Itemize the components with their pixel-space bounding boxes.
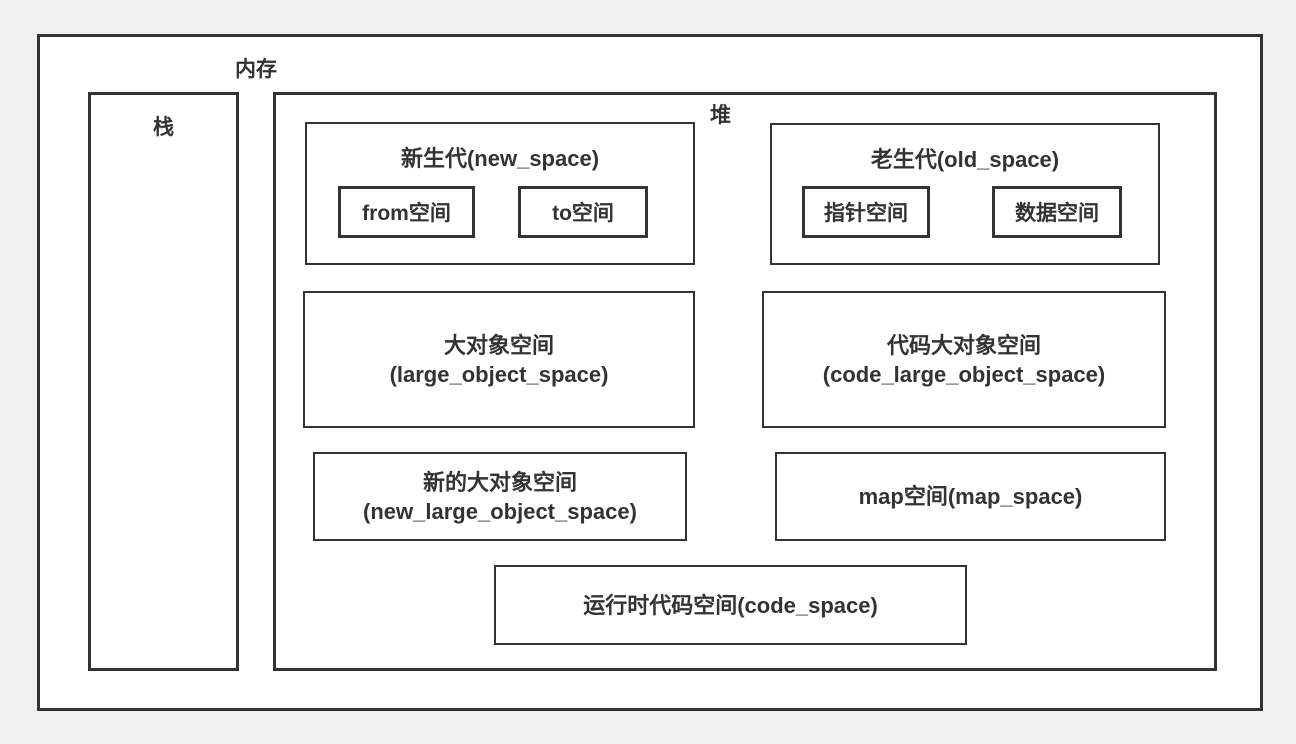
old-space-title: 老生代(old_space) bbox=[870, 147, 1060, 172]
large-object-space-line2: (large_object_space) bbox=[389, 361, 609, 387]
memory-box: 内存 栈 堆 新生代(new_space) from空间 to空间 老生代(ol… bbox=[37, 34, 1263, 711]
to-space-box: to空间 bbox=[518, 186, 648, 238]
code-space-label: 运行时代码空间(code_space) bbox=[583, 592, 878, 618]
old-space-box: 老生代(old_space) 指针空间 数据空间 bbox=[770, 123, 1160, 265]
pointer-space-box: 指针空间 bbox=[802, 186, 930, 238]
new-space-box: 新生代(new_space) from空间 to空间 bbox=[305, 122, 695, 265]
code-large-object-space-line1: 代码大对象空间 bbox=[886, 332, 1041, 358]
code-space-box: 运行时代码空间(code_space) bbox=[494, 565, 967, 645]
memory-label: 内存 bbox=[235, 58, 277, 81]
map-space-box: map空间(map_space) bbox=[775, 452, 1166, 541]
large-object-space-line1: 大对象空间 bbox=[443, 332, 554, 358]
data-space-box: 数据空间 bbox=[992, 186, 1122, 238]
new-large-object-space-line1: 新的大对象空间 bbox=[422, 469, 577, 495]
new-large-object-space-box: 新的大对象空间 (new_large_object_space) bbox=[313, 452, 687, 541]
heap-box: 堆 新生代(new_space) from空间 to空间 老生代(old_spa… bbox=[273, 92, 1217, 671]
map-space-label: map空间(map_space) bbox=[858, 484, 1083, 509]
heap-label: 堆 bbox=[710, 104, 731, 127]
new-large-object-space-line2: (new_large_object_space) bbox=[363, 498, 637, 524]
large-object-space-box: 大对象空间 (large_object_space) bbox=[303, 291, 695, 428]
stack-box: 栈 bbox=[88, 92, 239, 671]
from-space-box: from空间 bbox=[338, 186, 475, 238]
code-large-object-space-line2: (code_large_object_space) bbox=[822, 361, 1106, 387]
new-space-title: 新生代(new_space) bbox=[400, 146, 600, 171]
code-large-object-space-box: 代码大对象空间 (code_large_object_space) bbox=[762, 291, 1166, 428]
stack-label: 栈 bbox=[153, 116, 174, 139]
